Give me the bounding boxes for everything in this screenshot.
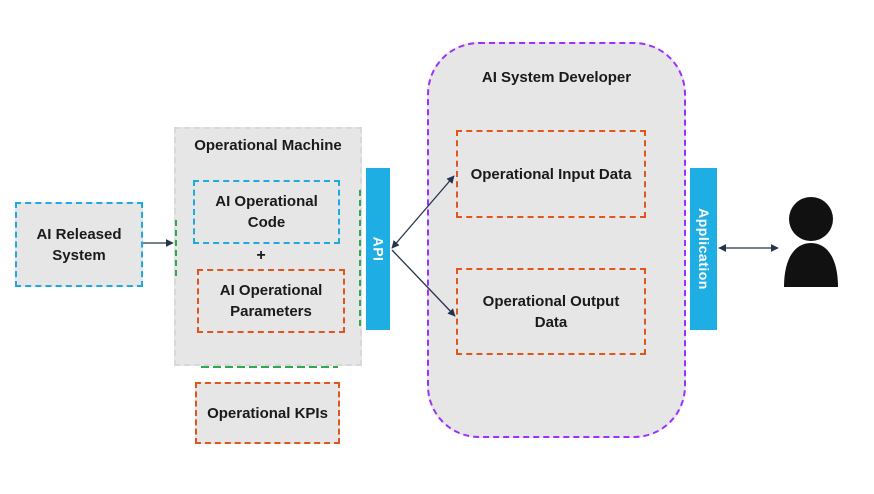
operational-output-data-line2: Data: [534, 313, 568, 331]
arrow-api-output: [391, 249, 456, 317]
ai-operational-parameters-line2: Parameters: [230, 303, 312, 320]
ai-released-system-line1: AI Released: [36, 225, 122, 243]
ai-operational-code-line1: AI Operational: [215, 193, 318, 210]
operational-kpis-label: Operational KPIs: [207, 404, 328, 422]
ai-operational-code-line2: Code: [247, 214, 286, 231]
user-icon: [784, 197, 838, 287]
operational-output-data-line1: Operational Output: [482, 292, 620, 310]
operational-machine-title: Operational Machine: [194, 137, 342, 154]
ai-released-system-box: AI Released System: [15, 202, 143, 287]
ai-released-system-line2: System: [52, 246, 106, 264]
ai-operational-parameters-box: AI Operational Parameters: [197, 269, 345, 333]
ai-operational-parameters-line1: AI Operational: [219, 282, 323, 299]
operational-input-data-label: Operational Input Data: [470, 165, 632, 183]
operational-output-data-box: Operational Output Data: [456, 268, 646, 355]
api-bar: API: [366, 168, 390, 330]
operational-input-data-box: Operational Input Data: [456, 130, 646, 218]
arrow-api-input: [391, 175, 455, 249]
ai-system-developer-title: AI System Developer: [481, 69, 632, 86]
plus-sign: +: [256, 247, 266, 264]
ai-system-developer-panel: [427, 42, 686, 438]
ai-operational-code-box: AI Operational Code: [193, 180, 340, 244]
application-bar: Application: [690, 168, 717, 330]
operational-kpis-box: Operational KPIs: [195, 382, 340, 444]
